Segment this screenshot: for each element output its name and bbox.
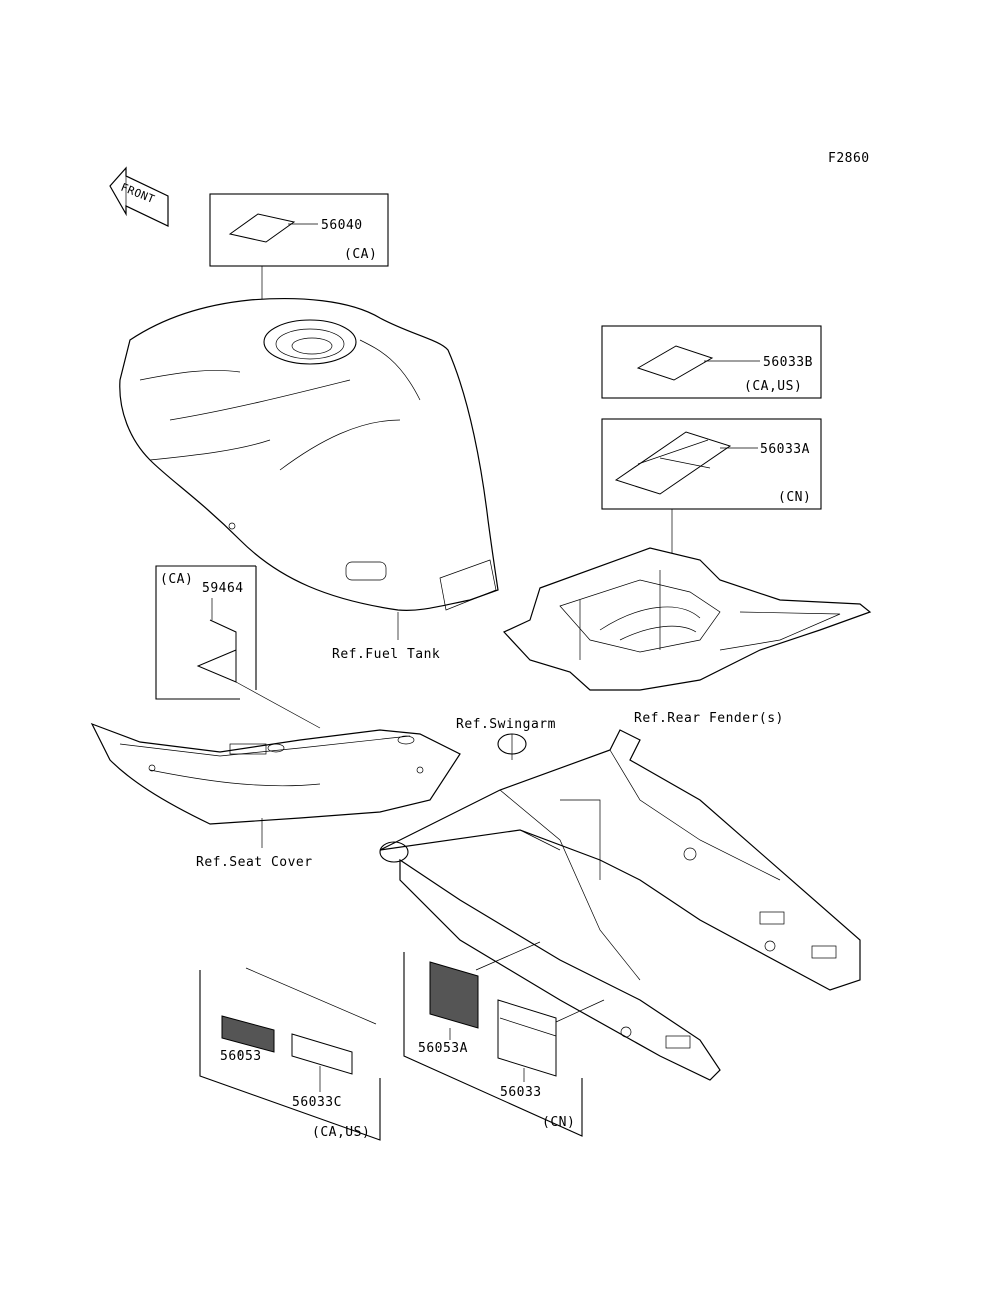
sticker-56033: [497, 999, 557, 1077]
rear-fender-part: [502, 547, 872, 691]
region-56040: (CA): [344, 247, 377, 262]
sticker-56040: [228, 213, 296, 243]
region-group-cn: (CN): [542, 1115, 575, 1130]
ref-fuel-tank: Ref.Fuel Tank: [332, 647, 440, 662]
part-number-56053: 56053: [220, 1049, 262, 1064]
figure-code: F2860: [828, 151, 870, 166]
label-box-59464: (CA) 59464: [155, 565, 321, 729]
front-arrow-icon: FRONT: [109, 166, 169, 227]
region-group-ca-us: (CA,US): [312, 1125, 370, 1140]
fuel-tank-part: [119, 297, 499, 640]
sticker-56033B: [636, 345, 714, 381]
sticker-56053A: [429, 961, 479, 1029]
sticker-56033C: [291, 1033, 353, 1075]
sticker-56053: [221, 1015, 275, 1053]
part-number-56033B: 56033B: [763, 355, 813, 370]
part-number-56033C: 56033C: [292, 1095, 342, 1110]
ref-rear-fender: Ref.Rear Fender(s): [634, 711, 784, 726]
ref-swingarm: Ref.Swingarm: [456, 717, 556, 732]
label-box-56033A: 56033A (CN): [601, 418, 822, 590]
part-number-59464: 59464: [202, 581, 244, 596]
part-number-56033A: 56033A: [760, 442, 810, 457]
part-number-56033: 56033: [500, 1085, 542, 1100]
label-box-56033B: 56033B (CA,US): [601, 325, 822, 399]
region-59464: (CA): [160, 572, 193, 587]
swingarm-part: [379, 729, 861, 1081]
sticker-59464: [196, 619, 237, 683]
region-56033A: (CN): [778, 490, 811, 505]
ref-seat-cover: Ref.Seat Cover: [196, 855, 313, 870]
label-group-ca-us: 56053 56033C (CA,US): [199, 967, 381, 1141]
part-number-56040: 56040: [321, 218, 363, 233]
seat-cover-part: [90, 722, 461, 848]
sticker-56033A: [614, 431, 732, 495]
label-group-cn: 56053A 56033 (CN): [403, 941, 605, 1137]
region-56033B: (CA,US): [744, 379, 802, 394]
part-number-56053A: 56053A: [418, 1041, 468, 1056]
